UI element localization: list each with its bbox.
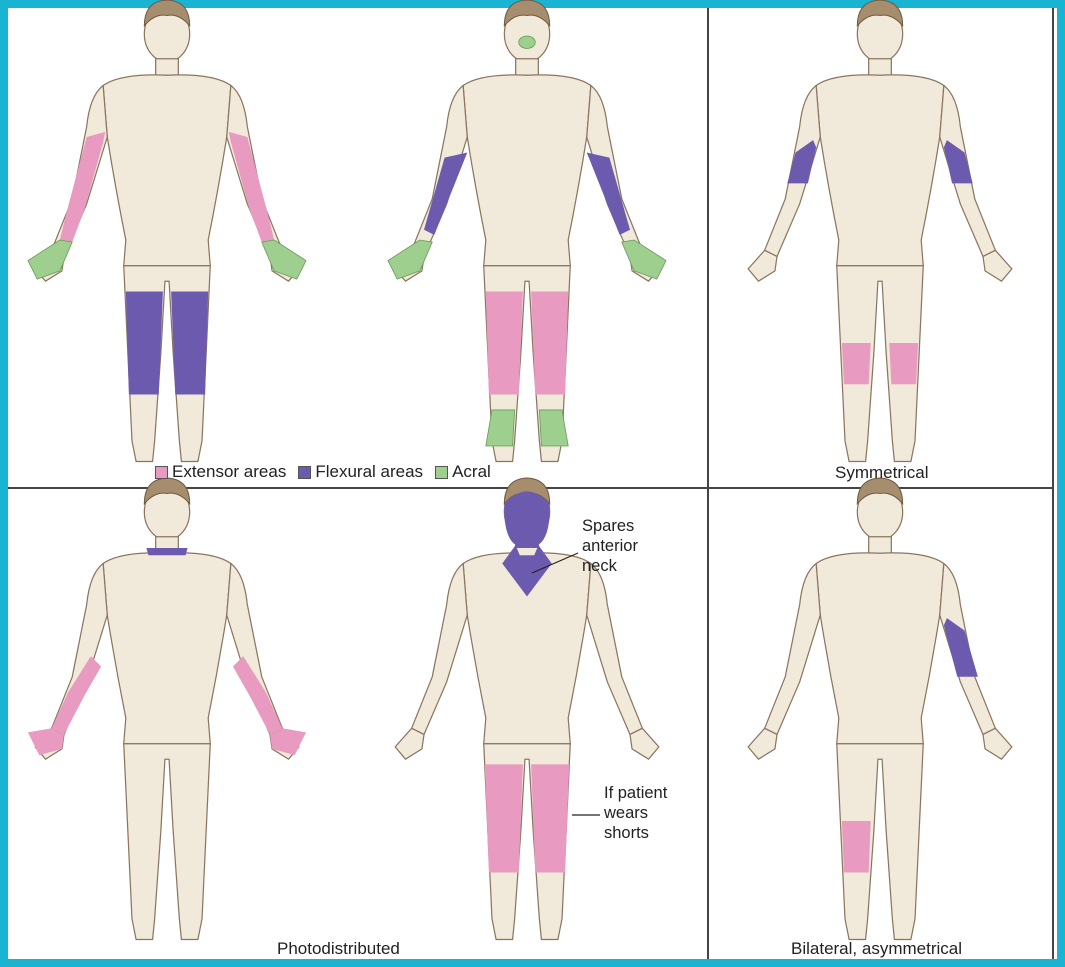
annotation-shorts: If patient wears shorts bbox=[604, 783, 667, 843]
legend-swatch-acral bbox=[435, 466, 448, 479]
legend-swatch-flexural bbox=[298, 466, 311, 479]
legend-item-flexural: Flexural areas bbox=[298, 462, 423, 482]
caption-symmetrical: Symmetrical bbox=[835, 463, 929, 483]
caption-bilateral-asymmetrical: Bilateral, asymmetrical bbox=[791, 939, 962, 959]
figure-bilateral-asymmetrical bbox=[748, 478, 1012, 939]
legend-swatch-extensor bbox=[155, 466, 168, 479]
legend-item-acral: Acral bbox=[435, 462, 491, 482]
figure-front-flexural bbox=[388, 0, 666, 461]
figure-back-extensor bbox=[28, 0, 306, 461]
annotation-spares-neck: Spares anterior neck bbox=[582, 516, 638, 576]
legend-label-flexural: Flexural areas bbox=[315, 462, 423, 482]
legend: Extensor areas Flexural areas Acral bbox=[155, 462, 497, 482]
caption-photodistributed: Photodistributed bbox=[277, 939, 400, 959]
legend-item-extensor: Extensor areas bbox=[155, 462, 286, 482]
figure-symmetrical bbox=[748, 0, 1012, 461]
figure-photodistributed-back bbox=[28, 478, 306, 939]
legend-label-acral: Acral bbox=[452, 462, 491, 482]
legend-label-extensor: Extensor areas bbox=[172, 462, 286, 482]
